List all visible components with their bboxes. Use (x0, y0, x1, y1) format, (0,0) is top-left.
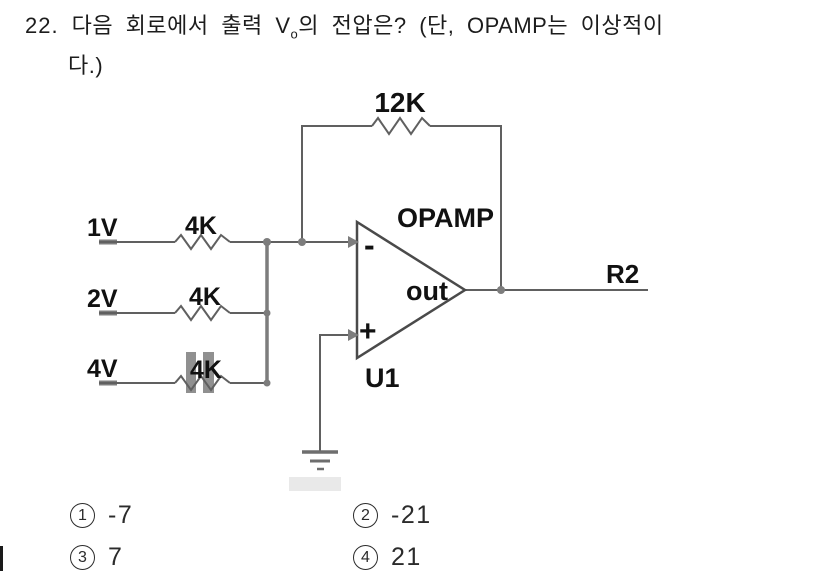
choice-3-label: 7 (108, 543, 124, 571)
inverting-pin-arrow (348, 236, 359, 248)
noninverting-wire (319, 334, 352, 452)
choice-1-number: 1 (70, 503, 95, 528)
input3-resistor-label: 4K (190, 356, 222, 384)
junction-dot (263, 309, 271, 317)
input2-resistor-label: 4K (189, 283, 221, 311)
choice-2-number: 2 (353, 503, 378, 528)
input1-resistor-symbol (174, 233, 231, 251)
question-line2: 다.) (68, 53, 104, 79)
opamp-inverting-sign: - (364, 227, 375, 263)
choice-3: 3 7 (70, 543, 123, 572)
feedback-wire-left (301, 125, 372, 243)
choice-2: 2 -21 (353, 501, 432, 530)
choice-4-label: 21 (391, 543, 422, 571)
opamp-ref-label: U1 (365, 363, 400, 393)
choice-1-label: -7 (108, 501, 134, 529)
question-block: 22. 다음 회로에서 출력 Vo의 전압은? (단, OPAMP는 이상적이 다… (25, 10, 664, 82)
scan-smudge (203, 352, 214, 393)
opamp-triangle (355, 219, 468, 361)
choice-3-number: 3 (70, 545, 95, 570)
junction-dot (298, 238, 306, 246)
choice-4-number: 4 (353, 545, 378, 570)
noninverting-pin-arrow (348, 329, 359, 341)
feedback-wire-right (430, 125, 502, 291)
opamp-noninverting-sign: + (359, 315, 377, 348)
scan-smudge (186, 352, 196, 393)
feedback-resistor-label: 12K (374, 87, 425, 118)
input3-resistor-symbol (174, 374, 231, 392)
opamp-label: OPAMP (397, 203, 494, 233)
junction-dot (497, 286, 505, 294)
question-text-prefix: 다음 회로에서 출력 (71, 13, 276, 38)
output-net-label: R2 (606, 259, 639, 289)
source2-label: 2V (87, 285, 118, 313)
choice-1: 1 -7 (70, 501, 133, 530)
vo-subscript: o (290, 26, 299, 42)
scan-smudge-faint (289, 477, 341, 491)
junction-dot (263, 379, 271, 387)
question-text-suffix: 의 전압은? (단, OPAMP는 이상적이 (298, 13, 664, 38)
vo-symbol: Vo (275, 13, 299, 42)
page-edge-mark (0, 546, 3, 571)
question-line1: 22. 다음 회로에서 출력 Vo의 전압은? (단, OPAMP는 이상적이 (25, 10, 664, 50)
opamp-out-pin-label: out (406, 276, 448, 306)
source1-label: 1V (87, 214, 118, 242)
question-number: 22. (25, 13, 59, 38)
choice-2-label: -21 (391, 501, 432, 529)
feedback-resistor-symbol (371, 116, 431, 136)
input2-resistor-symbol (174, 304, 231, 322)
input1-resistor-label: 4K (185, 212, 217, 240)
choice-4: 4 21 (353, 543, 422, 572)
junction-dot (263, 238, 271, 246)
source3-label: 4V (87, 355, 118, 383)
